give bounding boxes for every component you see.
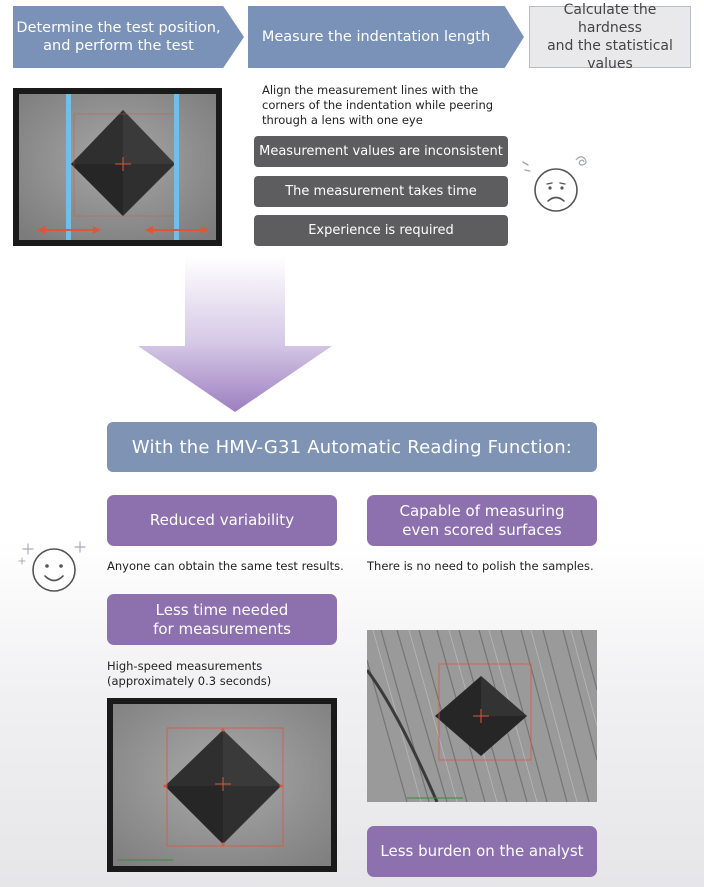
- benefit-scored-line-2: even scored surfaces: [402, 520, 562, 539]
- benefit-reduced-caption: Anyone can obtain the same test results.: [107, 559, 344, 573]
- benefit-less-time: Less time needed for measurements: [107, 594, 337, 645]
- step-2-label: Measure the indentation length: [261, 29, 491, 45]
- step-determine-test-position: Determine the test position, and perform…: [13, 6, 244, 68]
- sad-face-icon: [518, 150, 592, 216]
- step-measure-indentation: Measure the indentation length: [248, 6, 524, 68]
- step-3-line-1: Calculate the hardness: [563, 2, 657, 36]
- banner-title: With the HMV-G31 Automatic Reading Funct…: [131, 436, 573, 458]
- automatic-measurement-image: [107, 698, 337, 872]
- benefit-burden-label: Less burden on the analyst: [380, 842, 584, 860]
- intro-description: Align the measurement lines with the cor…: [262, 83, 494, 127]
- benefit-time-caption-line-2: (approximately 0.3 seconds): [107, 674, 272, 688]
- down-arrow-icon: [138, 256, 332, 414]
- benefit-less-burden: Less burden on the analyst: [367, 826, 597, 877]
- benefit-reduced-variability: Reduced variability: [107, 495, 337, 546]
- problem-inconsistent: Measurement values are inconsistent: [254, 136, 508, 167]
- benefit-scored-line-1: Capable of measuring: [399, 501, 565, 520]
- benefit-reduced-label: Reduced variability: [149, 511, 295, 529]
- problem-inconsistent-label: Measurement values are inconsistent: [259, 144, 503, 159]
- step-calculate-hardness: Calculate the hardness and the statistic…: [529, 2, 691, 72]
- automatic-reading-banner: With the HMV-G31 Automatic Reading Funct…: [107, 422, 597, 472]
- benefit-time-line-1: Less time needed: [155, 600, 289, 619]
- problem-takes-time-label: The measurement takes time: [285, 184, 477, 199]
- benefit-scored-surfaces: Capable of measuring even scored surface…: [367, 495, 597, 546]
- problem-experience: Experience is required: [254, 215, 508, 246]
- step-3-line-2: and the statistical: [547, 38, 673, 54]
- scored-surface-image: [367, 630, 597, 802]
- step-3-line-3: values: [587, 56, 633, 72]
- step-1-line-1: Determine the test position,: [16, 20, 221, 36]
- problem-takes-time: The measurement takes time: [254, 176, 508, 207]
- benefit-scored-caption: There is no need to polish the samples.: [367, 559, 594, 573]
- benefit-time-caption-line-1: High-speed measurements: [107, 659, 263, 673]
- manual-measurement-image: [13, 88, 222, 246]
- problem-experience-label: Experience is required: [308, 223, 454, 238]
- benefit-time-line-2: for measurements: [153, 619, 291, 638]
- step-1-line-2: and perform the test: [43, 38, 194, 54]
- benefit-time-caption: High-speed measurements (approximately 0…: [107, 659, 347, 689]
- smile-face-icon: [14, 536, 88, 598]
